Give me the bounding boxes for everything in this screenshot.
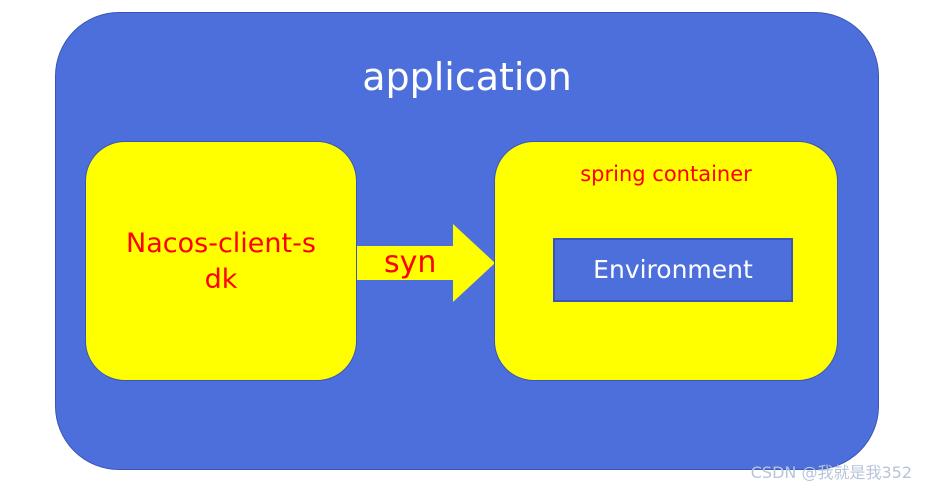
sync-arrow (357, 224, 495, 302)
environment-box: Environment (553, 238, 793, 302)
sync-arrow-label: syn (384, 245, 437, 280)
nacos-client-sdk-text: Nacos-client-sdk (126, 228, 316, 295)
watermark: CSDN @我就是我352 (750, 463, 912, 482)
sync-arrow-shape (357, 224, 495, 302)
spring-container-label: spring container (580, 162, 752, 186)
nacos-client-sdk-box: Nacos-client-sdk (85, 141, 357, 381)
environment-label: Environment (593, 255, 753, 284)
nacos-client-sdk-label: Nacos-client-sdk (86, 226, 356, 298)
application-label: application (362, 55, 572, 99)
